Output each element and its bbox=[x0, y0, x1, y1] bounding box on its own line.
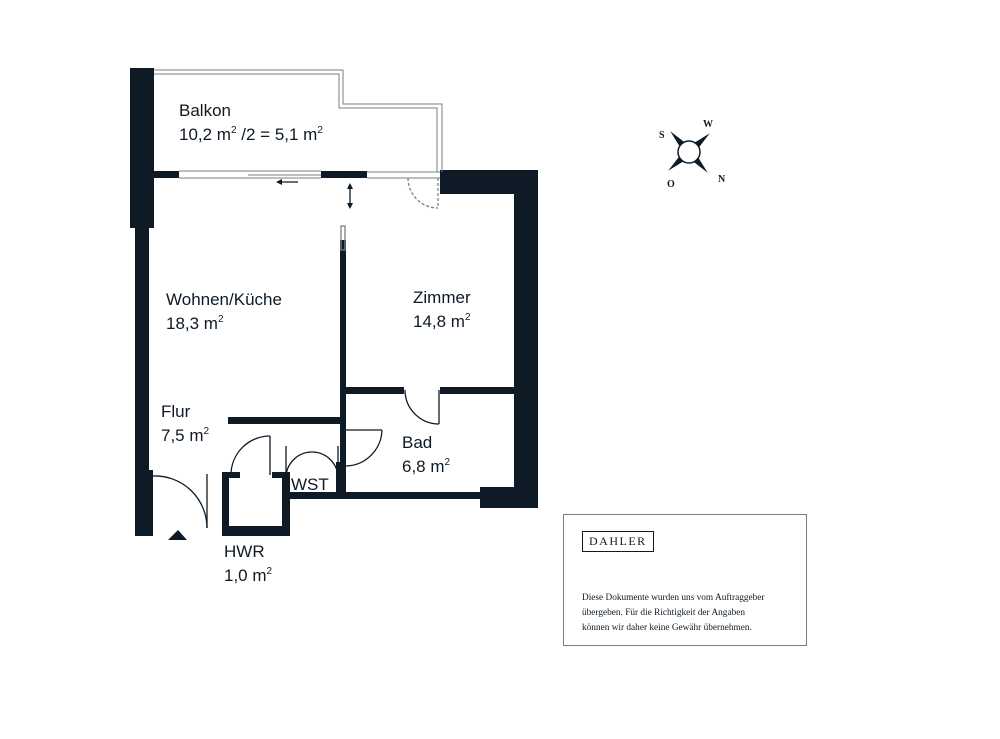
room-name: Wohnen/Küche bbox=[166, 290, 282, 309]
wall-zimmer-bad-right bbox=[440, 387, 520, 394]
sliding-door-pocket bbox=[340, 225, 346, 251]
room-area: 1,0 m2 bbox=[224, 566, 273, 585]
wall-hwr-top-right bbox=[272, 472, 290, 478]
wall-west-bottom-stub bbox=[135, 470, 153, 536]
disclaimer-line: übergeben. Für die Richtigkeit der Angab… bbox=[582, 608, 745, 618]
balcony-railing-inner bbox=[154, 73, 438, 172]
entrance-door-swing bbox=[152, 475, 208, 529]
room-area: 10,2 m2 /2 = 5,1 m2 bbox=[179, 125, 323, 144]
dahler-logo: DAHLER bbox=[582, 531, 654, 552]
room-area: 6,8 m2 bbox=[402, 457, 451, 476]
wall-hwr-left bbox=[222, 472, 229, 536]
room-name: Zimmer bbox=[413, 288, 471, 307]
compass-label-south: S bbox=[659, 130, 665, 141]
entrance-marker-icon bbox=[168, 530, 187, 540]
room-name: Balkon bbox=[179, 101, 231, 120]
disclaimer-line: können wir daher keine Gewähr übernehmen… bbox=[582, 623, 752, 633]
doors bbox=[152, 177, 440, 529]
zimmer-door-swing bbox=[404, 389, 440, 425]
markers bbox=[168, 179, 353, 540]
room-label-balkon: Balkon 10,2 m2 /2 = 5,1 m2 bbox=[179, 99, 323, 147]
wall-wst-right bbox=[336, 462, 346, 498]
wall-north-left-stub bbox=[149, 171, 179, 178]
compass-rose: W S N O bbox=[659, 119, 726, 190]
room-label-bad: Bad 6,8 m2 bbox=[402, 431, 450, 479]
wall-zimmer-bad-left bbox=[346, 387, 404, 394]
balcony-door-swing bbox=[407, 177, 439, 209]
compass-label-north: N bbox=[718, 174, 726, 185]
compass-label-west: W bbox=[703, 119, 713, 130]
room-label-wohnen: Wohnen/Küche 18,3 m2 bbox=[166, 288, 282, 336]
balcony-outline bbox=[154, 69, 443, 179]
sliding-arrow-icon bbox=[276, 179, 282, 185]
walls bbox=[130, 68, 538, 536]
room-label-zimmer: Zimmer 14,8 m2 bbox=[413, 286, 471, 334]
wall-hwr-right bbox=[282, 472, 290, 536]
room-name: HWR bbox=[224, 542, 265, 561]
wall-east bbox=[514, 170, 538, 508]
disclaimer-text: Diese Dokumente wurden uns vom Auftragge… bbox=[582, 591, 797, 636]
room-label-flur: Flur 7,5 m2 bbox=[161, 400, 209, 448]
room-area: 14,8 m2 bbox=[413, 312, 471, 331]
wall-hwr-bottom bbox=[222, 526, 290, 536]
room-label-hwr: HWR 1,0 m2 bbox=[224, 540, 272, 588]
wall-west bbox=[135, 68, 149, 536]
room-name: WST bbox=[291, 475, 329, 494]
disclaimer-box: DAHLER Diese Dokumente wurden uns vom Au… bbox=[563, 514, 807, 646]
compass-ring-icon bbox=[677, 140, 701, 164]
wall-partition-vertical-lower bbox=[340, 392, 346, 495]
balcony-railing-outer bbox=[154, 69, 443, 172]
room-area: 18,3 m2 bbox=[166, 314, 224, 333]
double-arrow-down-icon bbox=[347, 203, 353, 209]
room-name: Flur bbox=[161, 402, 191, 421]
room-label-wst: WST bbox=[291, 473, 329, 497]
wall-north-mid-segment bbox=[321, 171, 367, 178]
disclaimer-line: Diese Dokumente wurden uns vom Auftragge… bbox=[582, 593, 765, 603]
wall-flur-horizontal bbox=[228, 417, 346, 424]
bad-door-swing bbox=[345, 429, 383, 467]
wall-partition-vertical bbox=[340, 240, 346, 425]
double-arrow-up-icon bbox=[347, 183, 353, 189]
hwr-door-swing bbox=[230, 435, 271, 476]
room-name: Bad bbox=[402, 433, 433, 452]
wall-southeast-pillar bbox=[480, 487, 538, 508]
wall-south-bad bbox=[290, 492, 490, 499]
compass-label-east: O bbox=[667, 179, 675, 190]
room-area: 7,5 m2 bbox=[161, 426, 210, 445]
